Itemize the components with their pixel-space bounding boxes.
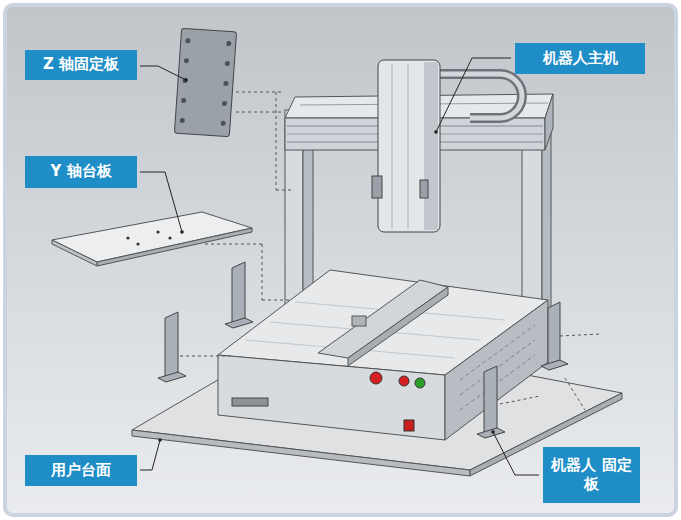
robot-host <box>372 60 440 232</box>
robot-base <box>218 270 548 440</box>
callout-label: 机器人 固定板 <box>543 447 640 503</box>
z-plate <box>174 28 236 137</box>
callout-text: 机器人 固定板 <box>551 456 632 495</box>
cable-chain <box>430 74 522 118</box>
assembly-lines <box>180 92 600 410</box>
callout-text: 用户台面 <box>51 461 111 481</box>
callout-label: 机器人主机 <box>515 43 645 74</box>
leader-lines <box>140 58 539 475</box>
callout-label: Z 轴固定板 <box>25 50 137 80</box>
callout-label: Y 轴台板 <box>25 156 137 188</box>
leader-dots <box>158 78 495 442</box>
callout-label: 用户台面 <box>25 455 137 486</box>
cable-chain-inner <box>430 74 522 118</box>
callout-text: 机器人主机 <box>543 49 618 69</box>
callout-text: Z 轴固定板 <box>43 55 119 75</box>
y-rail <box>318 280 448 366</box>
callout-text: Y 轴台板 <box>50 162 111 182</box>
y-plate <box>52 212 252 266</box>
fixing-brackets <box>158 262 568 438</box>
background-panel <box>5 5 676 515</box>
